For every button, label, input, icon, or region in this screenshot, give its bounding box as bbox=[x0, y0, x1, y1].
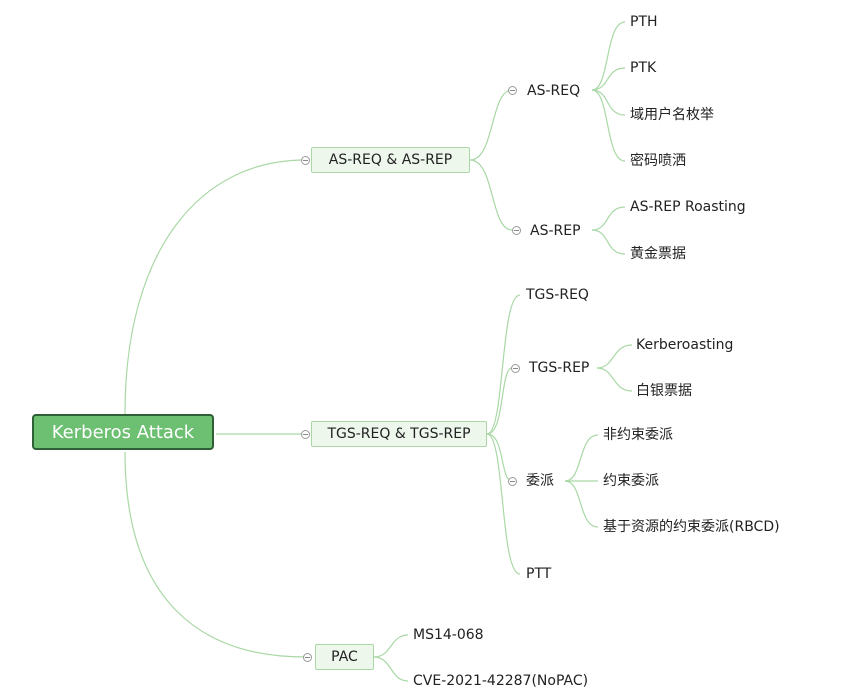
edge-root-as bbox=[124, 159, 306, 415]
collapse-icon[interactable] bbox=[301, 430, 310, 439]
node-tgs-rep[interactable]: TGS-REP bbox=[529, 360, 590, 376]
collapse-icon[interactable] bbox=[303, 653, 312, 662]
edge-root-pac bbox=[124, 451, 306, 658]
collapse-icon[interactable] bbox=[508, 477, 517, 486]
node-ptt[interactable]: PTT bbox=[526, 566, 552, 582]
edge-as-asrep bbox=[469, 159, 513, 231]
edge-as-asreq bbox=[469, 89, 513, 161]
root-node[interactable]: Kerberos Attack bbox=[32, 414, 214, 450]
node-rbcd[interactable]: 基于资源的约束委派(RBCD) bbox=[603, 519, 780, 535]
node-tgs-req-tgs-rep[interactable]: TGS-REQ & TGS-REP bbox=[311, 421, 487, 447]
collapse-icon[interactable] bbox=[511, 364, 520, 373]
node-as-rep[interactable]: AS-REP bbox=[530, 223, 581, 239]
node-tgs-req[interactable]: TGS-REQ bbox=[526, 287, 589, 303]
node-domain-user-enum[interactable]: 域用户名枚举 bbox=[630, 107, 714, 123]
node-pth[interactable]: PTH bbox=[630, 14, 658, 30]
node-golden-ticket[interactable]: 黄金票据 bbox=[630, 246, 686, 262]
node-ptk[interactable]: PTK bbox=[630, 60, 657, 76]
collapse-icon[interactable] bbox=[508, 86, 517, 95]
node-kerberoasting[interactable]: Kerberoasting bbox=[636, 337, 734, 353]
node-delegation[interactable]: 委派 bbox=[526, 473, 554, 489]
node-pac[interactable]: PAC bbox=[315, 644, 374, 670]
collapse-icon[interactable] bbox=[301, 156, 310, 165]
node-as-rep-roasting[interactable]: AS-REP Roasting bbox=[630, 199, 746, 215]
node-as-req-as-rep[interactable]: AS-REQ & AS-REP bbox=[311, 147, 470, 173]
node-constrained-delegation[interactable]: 约束委派 bbox=[603, 473, 659, 489]
node-unconstrained-delegation[interactable]: 非约束委派 bbox=[603, 427, 673, 443]
collapse-icon[interactable] bbox=[512, 226, 521, 235]
node-ms14-068[interactable]: MS14-068 bbox=[413, 627, 484, 643]
node-password-spray[interactable]: 密码喷洒 bbox=[630, 153, 686, 169]
node-as-req[interactable]: AS-REQ bbox=[527, 83, 581, 99]
node-cve-2021-42287[interactable]: CVE-2021-42287(NoPAC) bbox=[413, 673, 589, 689]
node-silver-ticket[interactable]: 白银票据 bbox=[636, 383, 692, 399]
